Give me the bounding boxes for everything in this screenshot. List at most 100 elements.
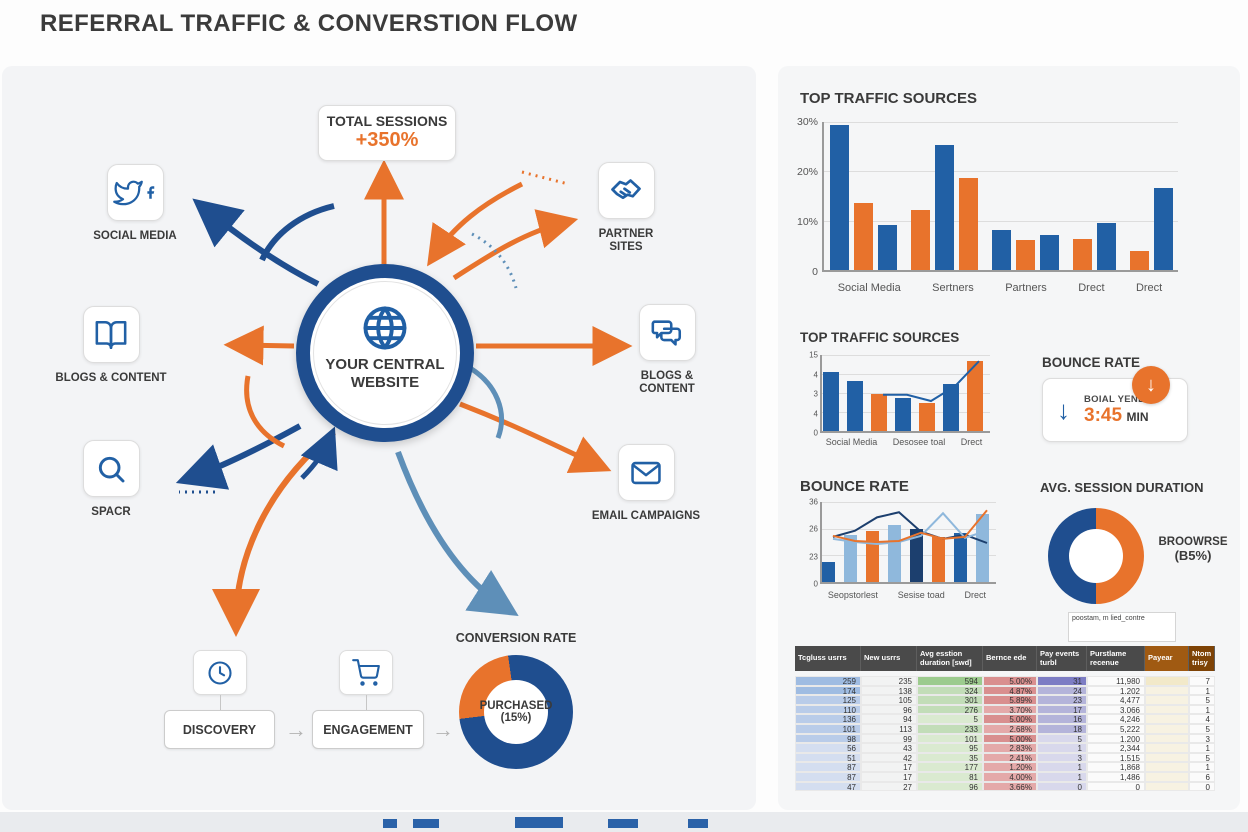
purchased-label: PURCHASED xyxy=(479,700,553,712)
footer-mark xyxy=(413,819,439,828)
footer-mark xyxy=(515,817,563,828)
right-arrow-icon: → xyxy=(432,717,454,742)
table-cell: 276 xyxy=(917,704,983,715)
table-cell: 1 xyxy=(1189,762,1215,772)
right-arrow-icon: → xyxy=(285,717,307,742)
engagement-label: ENGAGEMENT xyxy=(323,722,413,737)
table-cell: 3,066 xyxy=(1087,704,1145,715)
table-cell: 94 xyxy=(861,714,917,724)
x-label: Drect xyxy=(964,590,987,600)
table-cell: 98 xyxy=(795,733,861,744)
bar xyxy=(992,230,1011,270)
table-cell: 1,868 xyxy=(1087,762,1145,772)
table-cell: 5.00% xyxy=(983,733,1037,744)
bar xyxy=(910,528,923,582)
bar xyxy=(854,202,873,270)
table-cell: 5.89% xyxy=(983,695,1037,705)
table-cell: 17 xyxy=(861,771,917,782)
table-cell: 5.00% xyxy=(983,714,1037,724)
chart1-top-traffic-sources xyxy=(822,122,1178,272)
table-cell: 5 xyxy=(917,714,983,724)
table-cell xyxy=(1145,695,1189,705)
column-header: Ntom trisy xyxy=(1189,646,1215,671)
browse-label: BROOWRSE xyxy=(1158,536,1228,548)
y-tick: 0 xyxy=(813,428,818,438)
x-label: Partners xyxy=(1005,282,1047,294)
conversion-rate-heading: CONVERSION RATE xyxy=(455,631,577,645)
bar xyxy=(878,225,897,270)
handshake-icon xyxy=(611,178,641,199)
inner-ring xyxy=(313,281,457,425)
twitter-icon xyxy=(112,180,143,205)
table-cell: 2.41% xyxy=(983,752,1037,763)
y-tick: 3 xyxy=(813,389,818,399)
node-partner-sites: PARTNER SITES xyxy=(566,162,686,254)
chart2-title: TOP TRAFFIC SOURCES xyxy=(800,330,960,345)
chart1-yaxis: 30%20%10%0 xyxy=(782,116,818,278)
bar xyxy=(895,398,911,431)
bar xyxy=(888,524,901,582)
donut-center-label: PURCHASED (15%) xyxy=(480,680,552,744)
x-label: Drect xyxy=(1078,282,1105,294)
node-label: BLOGS & CONTENT xyxy=(639,370,695,395)
table-cell: 301 xyxy=(917,695,983,705)
x-label: Social Media xyxy=(837,282,901,294)
y-tick: 36 xyxy=(809,497,818,507)
table-cell: 110 xyxy=(795,704,861,715)
table-cell: 2.68% xyxy=(983,723,1037,734)
table-cell: 235 xyxy=(861,676,917,686)
book-icon-box xyxy=(82,306,140,363)
bounce-card-label: BOIAL YENE xyxy=(1084,393,1145,405)
discovery-icon-box xyxy=(193,650,247,695)
donut-hole xyxy=(1069,529,1123,583)
table-cell: 51 xyxy=(795,752,861,763)
flow-diagram-panel: TOTAL SESSIONS +350% YOUR CENTRAL WEBSIT… xyxy=(2,66,756,810)
table-cell: 4.00% xyxy=(983,771,1037,782)
column-header: Pay events turbl xyxy=(1037,646,1087,671)
gridline xyxy=(822,374,990,375)
column-header: Avg esstion duration [swd] xyxy=(917,646,983,671)
table-cell: 324 xyxy=(917,685,983,696)
table-cell: 1 xyxy=(1189,743,1215,753)
table-cell: 23 xyxy=(1037,695,1087,705)
x-label: Social Media xyxy=(825,437,878,447)
conversion-donut-chart: PURCHASED (15%) xyxy=(459,655,573,769)
node-search: SPACR xyxy=(51,440,171,519)
clock-icon xyxy=(208,660,232,685)
table-cell xyxy=(1145,704,1189,715)
bar xyxy=(932,536,945,582)
table-cell: 81 xyxy=(917,771,983,782)
line-overlay xyxy=(832,509,988,546)
table-cell: 87 xyxy=(795,771,861,782)
table-cell: 1 xyxy=(1037,762,1087,772)
node-blogs-content-right: BLOGS & CONTENT xyxy=(607,304,727,396)
page-title: REFERRAL TRAFFIC & CONVERSTION FLOW xyxy=(40,10,578,37)
table-cell: 0 xyxy=(1189,781,1215,792)
table-note: poostam, m lied_contre xyxy=(1068,612,1176,642)
y-tick: 4 xyxy=(813,409,818,418)
social-media-icon-box xyxy=(106,164,164,221)
bar xyxy=(954,532,967,582)
y-tick: 0 xyxy=(812,266,818,278)
gridline xyxy=(822,528,996,530)
bar xyxy=(967,360,983,431)
table-cell: 594 xyxy=(917,676,983,686)
chart3-title: BOUNCE RATE xyxy=(800,478,909,495)
table-cell: 56 xyxy=(795,743,861,753)
bar xyxy=(935,145,954,270)
table-cell: 3 xyxy=(1037,752,1087,763)
down-arrow-icon: ↓ xyxy=(1146,373,1156,396)
table-cell: 113 xyxy=(861,723,917,734)
table-cell: 259 xyxy=(795,676,861,686)
y-tick: 15 xyxy=(809,350,818,360)
gridline xyxy=(824,220,1178,222)
bounce-card-value: 3:45 xyxy=(1084,404,1123,426)
table-cell xyxy=(1145,733,1189,744)
table-cell: 1 xyxy=(1037,743,1087,753)
